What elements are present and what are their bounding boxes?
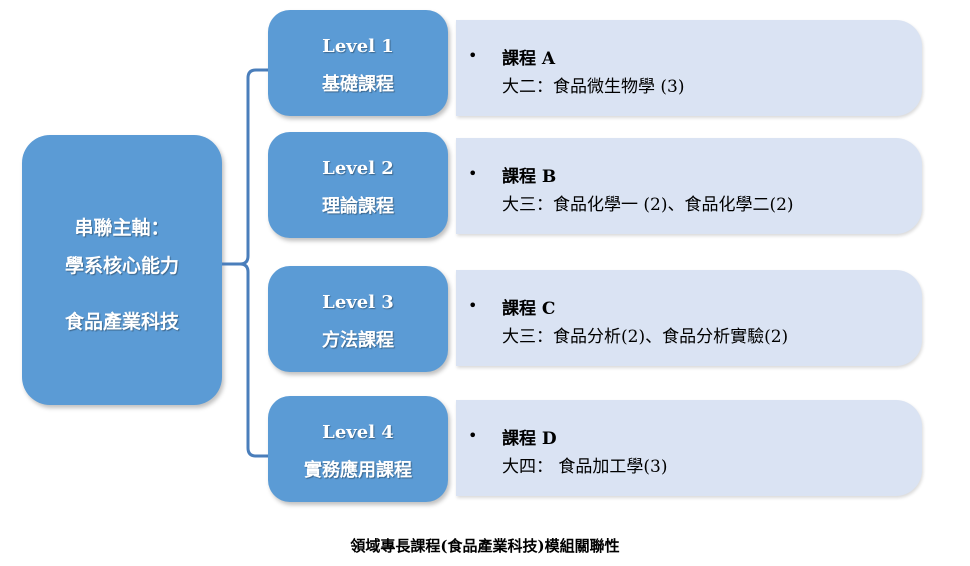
level-1-title: Level 1: [322, 36, 394, 57]
course-a-name: 課程 A: [502, 49, 556, 69]
level-4-title: Level 4: [322, 422, 394, 443]
course-c-box: • 課程 C 大三：食品分析(2)、食品分析實驗(2): [456, 270, 922, 366]
level-3-subtitle: 方法課程: [322, 330, 394, 351]
level-1-subtitle: 基礎課程: [322, 74, 394, 95]
course-d-detail: 大四： 食品加工學(3): [502, 457, 668, 477]
level-2-box: Level 2 理論課程: [268, 132, 448, 238]
level-2-subtitle: 理論課程: [322, 196, 394, 217]
root-line-2: 學系核心能力: [64, 255, 179, 277]
course-d-box: • 課程 D 大四： 食品加工學(3): [456, 400, 922, 496]
course-b-detail: 大三：食品化學一 (2)、食品化學二(2): [502, 195, 794, 215]
bullet-icon: •: [468, 164, 478, 183]
level-4-subtitle: 實務應用課程: [304, 460, 412, 481]
course-b-box: • 課程 B 大三：食品化學一 (2)、食品化學二(2): [456, 138, 922, 234]
course-c-detail: 大三：食品分析(2)、食品分析實驗(2): [502, 327, 789, 347]
level-1-box: Level 1 基礎課程: [268, 10, 448, 116]
course-a-box: • 課程 A 大二：食品微生物學 (3): [456, 20, 922, 116]
bullet-icon: •: [468, 46, 478, 65]
course-d-name: 課程 D: [502, 429, 557, 449]
connector-path: [222, 68, 268, 266]
root-line-3: 食品產業科技: [64, 311, 179, 333]
level-3-title: Level 3: [322, 292, 394, 313]
level-3-box: Level 3 方法課程: [268, 266, 448, 372]
course-b-name: 課程 B: [502, 167, 557, 187]
level-4-box: Level 4 實務應用課程: [268, 396, 448, 502]
level-2-title: Level 2: [322, 158, 394, 179]
course-a-detail: 大二：食品微生物學 (3): [502, 77, 685, 97]
bullet-icon: •: [468, 426, 478, 445]
bullet-icon: •: [468, 296, 478, 315]
connector-path-lower: [239, 262, 268, 458]
root-node: 串聯主軸： 學系核心能力 食品產業科技: [22, 135, 222, 405]
diagram-caption: 領域專長課程(食品產業科技)模組關聯性: [350, 537, 620, 555]
root-line-1: 串聯主軸：: [74, 217, 170, 239]
course-c-name: 課程 C: [502, 299, 556, 319]
